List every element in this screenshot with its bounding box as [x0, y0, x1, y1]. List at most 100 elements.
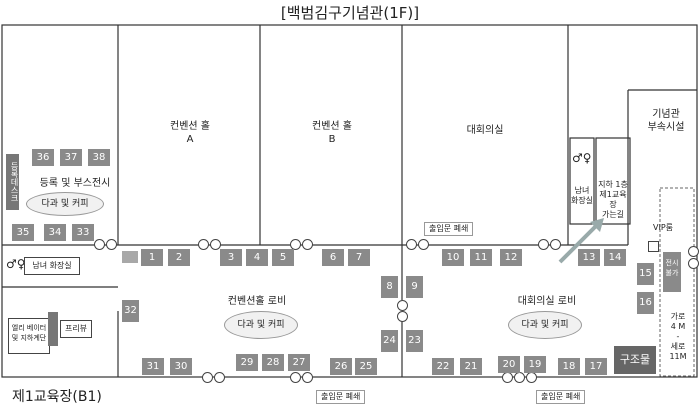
conference-lobby: 대회의실 로비: [517, 296, 577, 307]
restroom-right: 남녀 화장실: [570, 186, 594, 205]
entrance-closed-lower-right: 출입문 폐쇄: [536, 390, 586, 404]
dim-l5: 11M: [669, 352, 687, 361]
door: [210, 239, 221, 250]
booth-11[interactable]: 11: [470, 249, 492, 266]
basement-line2: 제1교육장: [599, 190, 627, 209]
entrance-closed-upper: 출입문 폐쇄: [424, 222, 474, 236]
booth-24[interactable]: 24: [381, 330, 398, 352]
partition-note: 전시불가: [663, 252, 681, 292]
basement-line3: 가는길: [601, 210, 625, 219]
booth-12[interactable]: 12: [500, 249, 522, 266]
door: [106, 239, 117, 250]
booth-9[interactable]: 9: [406, 276, 423, 298]
door: [688, 246, 699, 257]
booth-26[interactable]: 26: [330, 358, 352, 375]
hall-a-name: 컨벤션 홀: [170, 121, 210, 132]
door: [526, 372, 537, 383]
elevator-line2: 및 지하계단: [11, 334, 47, 342]
booth-3[interactable]: 3: [220, 249, 242, 266]
floor-caption: 제1교육장(B1): [12, 389, 102, 405]
booth-22[interactable]: 22: [432, 358, 454, 375]
restroom-icon-right: ♂♀: [572, 151, 592, 165]
door: [214, 372, 225, 383]
dimension-note: 가로 4 M - 세로 11M: [663, 312, 693, 362]
booth-32[interactable]: 32: [122, 300, 139, 322]
dim-l3: -: [676, 332, 680, 341]
elevator-line1: 엘리 베이터: [11, 324, 47, 332]
door: [290, 372, 301, 383]
coffee-convention: 다과 및 커피: [224, 311, 298, 339]
booth-29[interactable]: 29: [236, 354, 258, 371]
map-title: [백범김구기념관(1F)]: [280, 4, 420, 22]
stair-block: [48, 312, 58, 346]
hall-a-letter: A: [186, 134, 194, 145]
door: [397, 311, 408, 322]
booth-18[interactable]: 18: [558, 358, 580, 375]
booth-35[interactable]: 35: [12, 224, 34, 241]
door: [550, 239, 561, 250]
vip-door: [648, 241, 659, 252]
booth-13[interactable]: 13: [578, 249, 600, 266]
conference-room: 대회의실: [466, 125, 504, 136]
booth-38[interactable]: 38: [88, 149, 110, 166]
booth-1[interactable]: 1: [141, 249, 163, 266]
booth-36[interactable]: 36: [32, 149, 54, 166]
door: [290, 239, 301, 250]
door: [418, 239, 429, 250]
door: [302, 239, 313, 250]
booth-19[interactable]: 19: [524, 356, 546, 373]
door: [302, 372, 313, 383]
booth-20[interactable]: 20: [498, 356, 520, 373]
entrance-closed-lower-left: 출입문 폐쇄: [316, 390, 366, 404]
booth-33[interactable]: 33: [72, 224, 94, 241]
dim-l1: 가로: [670, 312, 686, 321]
coffee-registration: 다과 및 커피: [26, 192, 104, 216]
annex-line1: 기념관: [652, 109, 680, 120]
door: [514, 372, 525, 383]
booth-27[interactable]: 27: [288, 354, 310, 371]
door: [202, 372, 213, 383]
door: [502, 372, 513, 383]
elevator: 엘리 베이터 및 지하계단: [8, 318, 50, 354]
booth-30[interactable]: 30: [170, 358, 192, 375]
booth-5[interactable]: 5: [272, 249, 294, 266]
booth-37[interactable]: 37: [60, 149, 82, 166]
hall-b-name: 컨벤션 홀: [312, 121, 352, 132]
booth-17[interactable]: 17: [585, 358, 607, 375]
structure-block: 구조물: [614, 346, 656, 374]
booth-2[interactable]: 2: [168, 249, 190, 266]
registration-area: 등록 및 부스전시: [39, 178, 111, 189]
booth-23[interactable]: 23: [406, 330, 423, 352]
hall-b-letter: B: [328, 134, 336, 145]
booth-21[interactable]: 21: [460, 358, 482, 375]
door: [397, 300, 408, 311]
booth-34[interactable]: 34: [44, 224, 66, 241]
booth-7[interactable]: 7: [348, 249, 370, 266]
booth-8[interactable]: 8: [381, 276, 398, 298]
booth-6[interactable]: 6: [322, 249, 344, 266]
booth-25[interactable]: 25: [355, 358, 377, 375]
dim-l4: 세로: [670, 342, 686, 351]
door: [198, 239, 209, 250]
dim-l2: 4 M: [670, 322, 686, 331]
door: [538, 239, 549, 250]
booth-14[interactable]: 14: [604, 249, 626, 266]
restroom-left: 남녀 화장실: [24, 257, 80, 275]
booth-15[interactable]: 15: [637, 263, 654, 285]
booth-28[interactable]: 28: [262, 354, 284, 371]
memorial-annex: 기념관 부속시설: [636, 108, 696, 134]
basement-line1: 지하 1층: [598, 180, 628, 189]
registration-desk: 등록데스크: [6, 154, 19, 210]
booth-16[interactable]: 16: [637, 292, 654, 314]
convention-hall-b: 컨벤션 홀 B: [292, 120, 372, 146]
convention-hall-a: 컨벤션 홀 A: [150, 120, 230, 146]
free-view-room: 프리뷰: [60, 320, 92, 338]
booth-10[interactable]: 10: [442, 249, 464, 266]
door: [688, 258, 699, 269]
door: [94, 239, 105, 250]
restroom-icon-left: ♂♀: [6, 257, 26, 271]
basement-directions: 지하 1층 제1교육장 가는길: [596, 180, 630, 220]
booth-31[interactable]: 31: [142, 358, 164, 375]
booth-4[interactable]: 4: [246, 249, 268, 266]
